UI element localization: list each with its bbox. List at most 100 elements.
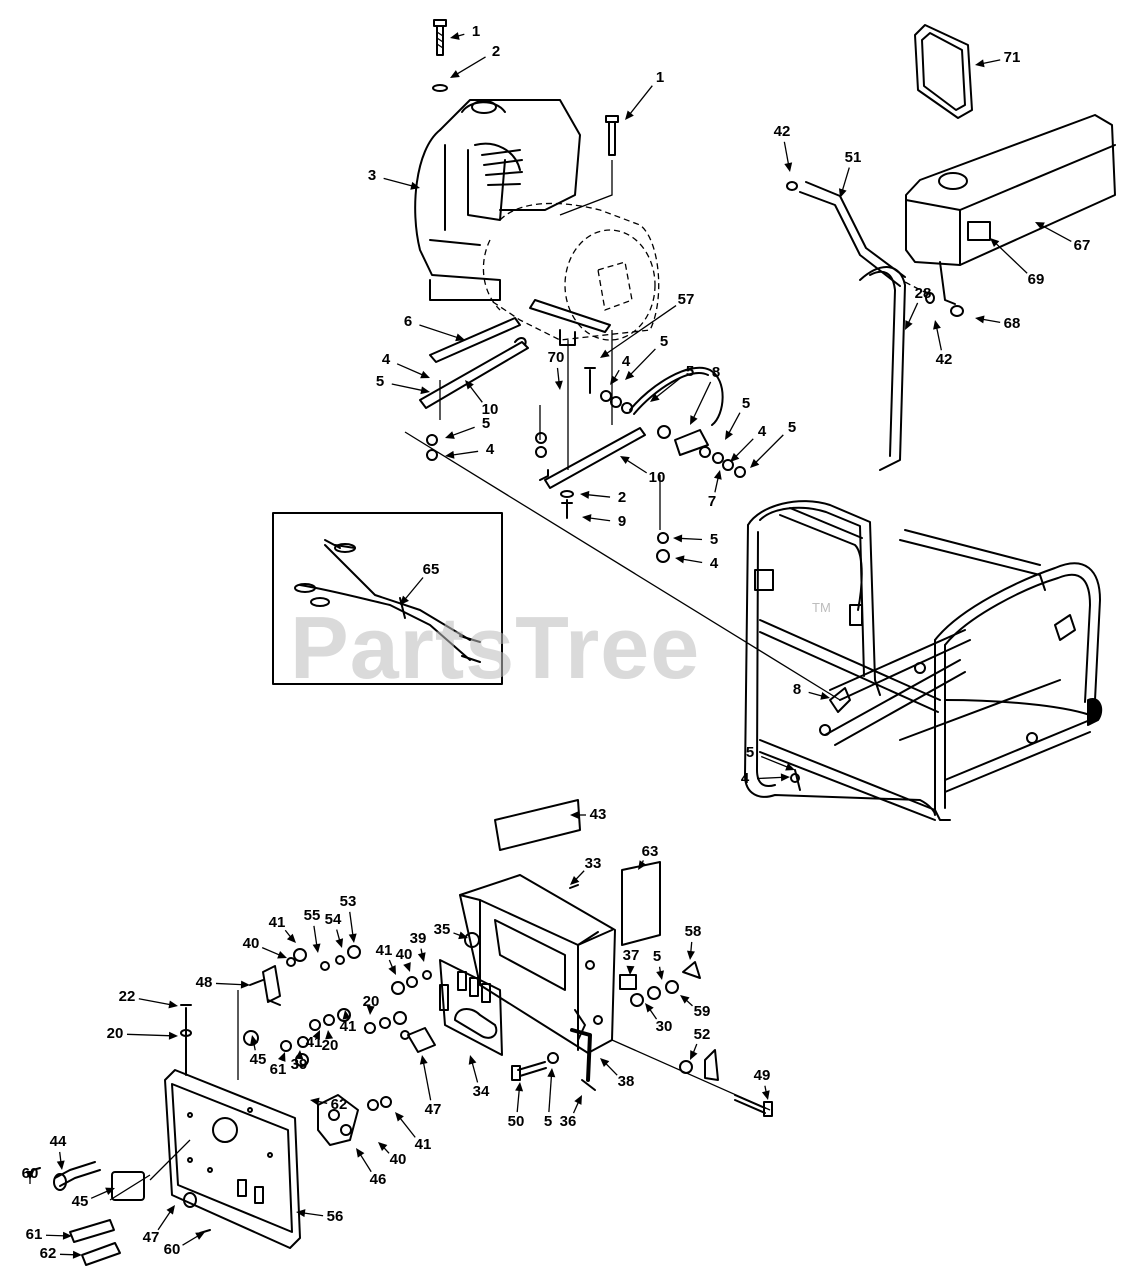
- callout-label-55: 55: [304, 907, 321, 924]
- callout-leader-2: [454, 56, 486, 76]
- callout-leader-5: [654, 377, 681, 399]
- callout-arrowhead-5: [547, 1068, 556, 1078]
- callout-label-5: 5: [376, 373, 384, 390]
- callout-arrowhead-8: [820, 691, 830, 700]
- callout-label-20: 20: [107, 1025, 124, 1042]
- callout-leader-8: [692, 381, 712, 420]
- callout-arrowhead-36: [574, 1095, 582, 1105]
- callout-label-33: 33: [585, 855, 602, 872]
- callout-label-20: 20: [363, 993, 380, 1010]
- callout-label-47: 47: [425, 1101, 442, 1118]
- callout-label-71: 71: [1004, 49, 1021, 66]
- callout-arrowhead-1: [450, 32, 460, 40]
- callout-arrowhead-7: [713, 470, 722, 480]
- callout-label-53: 53: [340, 893, 357, 910]
- callout-leader-42: [935, 325, 943, 351]
- callout-arrowhead-34: [468, 1055, 477, 1065]
- callout-label-47: 47: [143, 1229, 160, 1246]
- callout-label-5: 5: [746, 744, 754, 761]
- callout-arrowhead-5: [420, 386, 430, 395]
- callout-arrowhead-46: [356, 1148, 365, 1158]
- panel-components: [32, 945, 436, 1266]
- callout-arrowhead-38: [600, 1058, 610, 1068]
- callout-label-41: 41: [415, 1136, 432, 1153]
- callout-arrowhead-65: [400, 595, 409, 605]
- callout-arrowhead-4: [675, 555, 685, 564]
- callout-leader-50: [516, 1087, 521, 1113]
- callout-leader-5: [450, 426, 475, 437]
- watermark: PartsTree: [290, 598, 700, 697]
- callout-leader-4: [680, 558, 703, 564]
- callout-leader-47: [157, 1209, 173, 1231]
- callout-arrowhead-40: [403, 962, 411, 972]
- leader-line: [559, 160, 613, 216]
- callout-label-5: 5: [788, 419, 796, 436]
- callout-label-62: 62: [40, 1245, 57, 1262]
- callout-arrowhead-41: [388, 965, 396, 975]
- callout-arrowhead-8: [690, 415, 698, 425]
- callout-label-4: 4: [622, 353, 631, 370]
- fuel-hose: [786, 181, 935, 304]
- callout-arrowhead-61: [278, 1052, 286, 1062]
- callout-arrowhead-40: [277, 951, 287, 959]
- tubular-frame: [744, 266, 1103, 821]
- callout-arrowhead-63: [638, 860, 647, 870]
- callout-label-3: 3: [368, 167, 376, 184]
- callout-arrowhead-4: [445, 450, 455, 459]
- callout-label-60: 60: [22, 1165, 39, 1182]
- callout-arrowhead-55: [312, 943, 321, 953]
- callout-label-68: 68: [1004, 315, 1021, 332]
- callout-label-57: 57: [678, 291, 695, 308]
- callout-label-8: 8: [712, 364, 720, 381]
- fuel-tank: [905, 114, 1116, 317]
- washer: [432, 84, 448, 92]
- callout-label-39: 39: [410, 930, 427, 947]
- callout-leader-61: [45, 1234, 67, 1237]
- callout-label-9: 9: [618, 513, 626, 530]
- callout-arrowhead-42: [933, 320, 941, 330]
- wiring-harness-inset: [272, 512, 503, 685]
- callout-leader-20: [126, 1033, 173, 1037]
- callout-arrowhead-35: [458, 931, 468, 940]
- callout-leader-28: [907, 302, 919, 325]
- callout-label-30: 30: [656, 1018, 673, 1035]
- callout-leader-3: [383, 177, 415, 188]
- callout-leader-38: [603, 1061, 618, 1076]
- callout-arrowhead-40: [378, 1142, 388, 1151]
- callout-arrowhead-62: [310, 1097, 320, 1106]
- callout-arrowhead-41: [395, 1112, 404, 1122]
- callout-leader-5: [391, 383, 425, 392]
- callout-label-56: 56: [327, 1208, 344, 1225]
- callout-leader-22: [138, 998, 173, 1006]
- callout-arrowhead-20: [325, 1030, 334, 1040]
- callout-label-40: 40: [396, 946, 413, 963]
- callout-arrowhead-57: [600, 349, 610, 358]
- callout-label-41: 41: [340, 1018, 357, 1035]
- callout-label-48: 48: [196, 974, 213, 991]
- callout-arrowhead-42: [784, 162, 793, 172]
- callout-arrowhead-44: [56, 1160, 65, 1170]
- front-panel: [164, 1069, 301, 1249]
- callout-label-44: 44: [50, 1133, 67, 1150]
- callout-label-52: 52: [694, 1026, 711, 1043]
- callout-arrowhead-41: [312, 1030, 320, 1040]
- callout-leader-10: [624, 458, 648, 474]
- callout-label-63: 63: [642, 843, 659, 860]
- callout-arrowhead-10: [620, 456, 630, 465]
- callout-arrowhead-5: [750, 458, 760, 468]
- callout-label-4: 4: [382, 351, 391, 368]
- callout-arrowhead-5: [725, 430, 733, 440]
- callout-label-36: 36: [560, 1113, 577, 1130]
- callout-label-38: 38: [618, 1073, 635, 1090]
- callout-leader-40: [261, 947, 282, 957]
- callout-label-5: 5: [710, 531, 718, 548]
- hardware: [364, 884, 773, 1117]
- callout-label-2: 2: [492, 43, 500, 60]
- callout-label-4: 4: [758, 423, 767, 440]
- callout-leader-5: [727, 412, 741, 436]
- callout-label-40: 40: [243, 935, 260, 952]
- callout-leader-5: [548, 1073, 553, 1113]
- callout-leader-9: [587, 517, 611, 522]
- callout-arrowhead-5: [785, 763, 795, 771]
- callout-label-42: 42: [936, 351, 953, 368]
